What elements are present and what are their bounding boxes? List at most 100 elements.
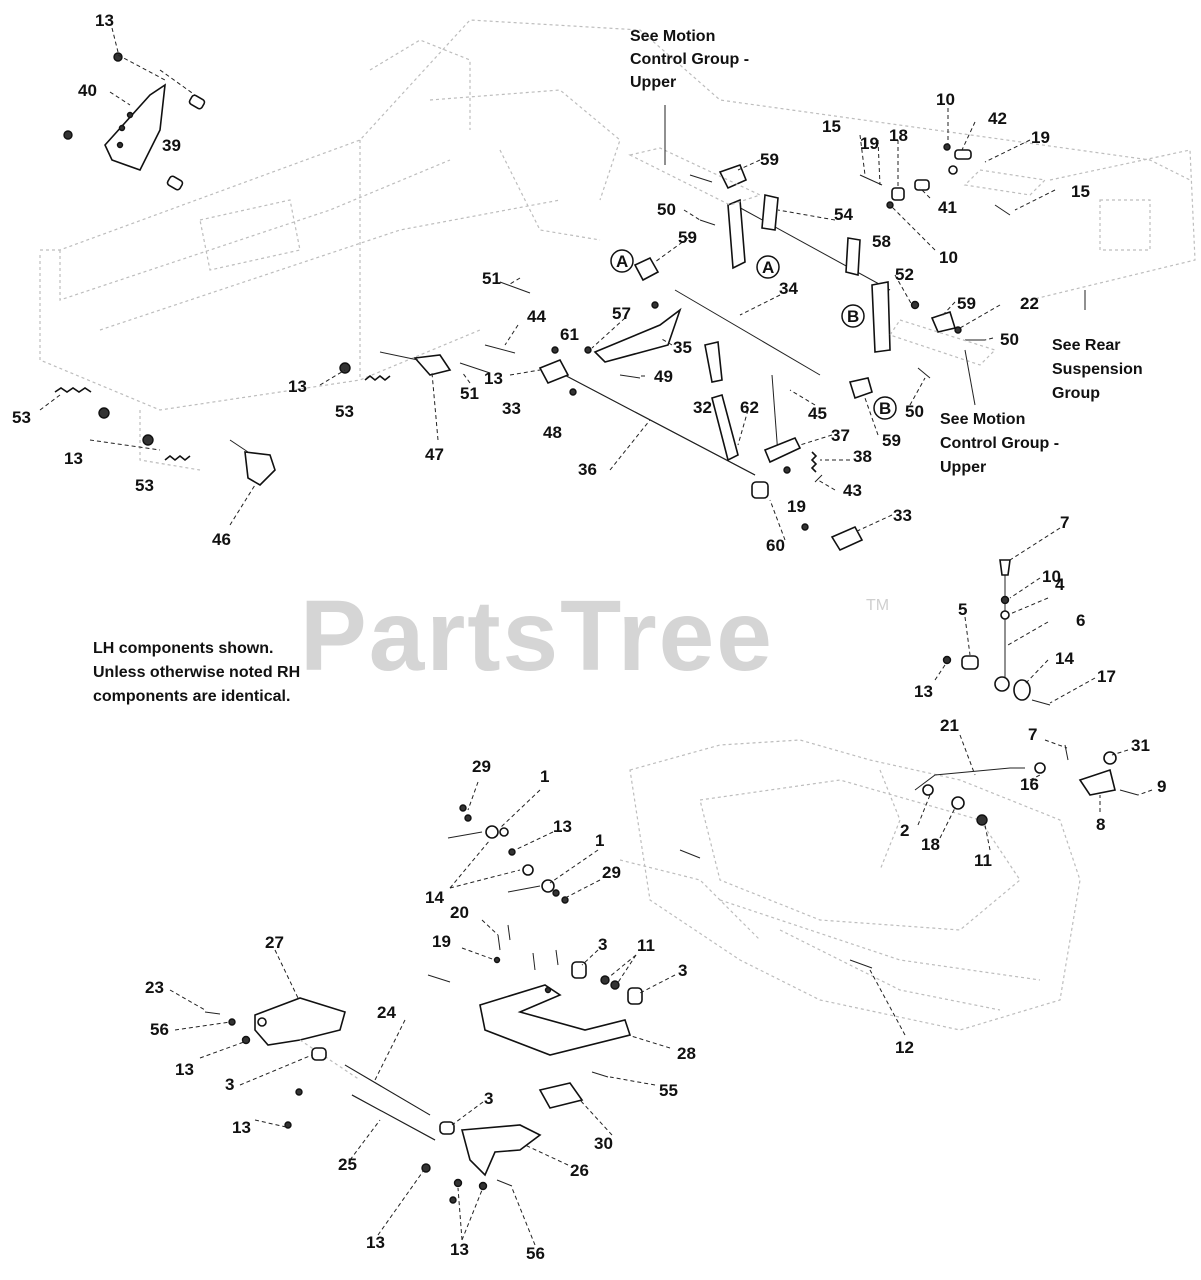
note-line: Control Group - (940, 435, 1059, 452)
callout-15: 15 (822, 117, 841, 136)
callout-10: 10 (939, 248, 958, 267)
part-handle (244, 451, 276, 487)
callout-13: 13 (914, 682, 933, 701)
callout-A: A (616, 252, 628, 271)
callout-41: 41 (938, 198, 957, 217)
note-line: See Motion (940, 411, 1025, 428)
note-line: Suspension (1052, 361, 1143, 378)
frame-outline-upper (39, 19, 1196, 471)
deck-outline-lower (619, 739, 1081, 1031)
part-quadrant-plate (104, 83, 166, 171)
watermark-brand: PartsTree (300, 580, 774, 692)
note-motion-control-upper-2: See Motion Control Group - Upper (940, 411, 1059, 476)
callout-11: 11 (637, 936, 655, 955)
note-motion-control-upper-1: See Motion Control Group - Upper (630, 28, 749, 91)
callout-17: 17 (1097, 667, 1116, 686)
callout-13: 13 (484, 369, 503, 388)
note-line: Group (1052, 385, 1100, 402)
callout-19: 19 (1031, 128, 1050, 147)
callout-26: 26 (570, 1161, 589, 1180)
callout-29: 29 (602, 863, 621, 882)
callout-61: 61 (560, 325, 579, 344)
parts-upper (54, 52, 1047, 552)
callout-13: 13 (175, 1060, 194, 1079)
note-line: See Rear (1052, 337, 1121, 354)
callout-20: 20 (450, 903, 469, 922)
callout-46: 46 (212, 530, 231, 549)
callout-13: 13 (366, 1233, 385, 1252)
callout-35: 35 (673, 338, 692, 357)
callout-58: 58 (872, 232, 891, 251)
callout-56: 56 (526, 1244, 545, 1263)
callout-15: 15 (1071, 182, 1090, 201)
callout-59: 59 (957, 294, 976, 313)
callout-50: 50 (1000, 330, 1019, 349)
callout-6: 6 (1076, 611, 1085, 630)
callout-18: 18 (889, 126, 908, 145)
callout-19: 19 (787, 497, 806, 516)
callout-10: 10 (936, 90, 955, 109)
callout-59: 59 (678, 228, 697, 247)
callout-60: 60 (766, 536, 785, 555)
note-rear-suspension: See Rear Suspension Group (1052, 337, 1143, 402)
callout-62: 62 (740, 398, 759, 417)
callout-44: 44 (527, 307, 546, 326)
parts-linkage-right (679, 559, 1139, 969)
leader-lines (39, 27, 1153, 1246)
callout-33: 33 (502, 399, 521, 418)
note-line: LH components shown. (93, 640, 273, 657)
callout-48: 48 (543, 423, 562, 442)
callout-25: 25 (338, 1155, 357, 1174)
callout-59: 59 (882, 431, 901, 450)
callout-13: 13 (64, 449, 83, 468)
callout-43: 43 (843, 481, 862, 500)
callout-7: 7 (1060, 513, 1069, 532)
callout-3: 3 (678, 961, 687, 980)
callout-19: 19 (432, 932, 451, 951)
callout-18: 18 (921, 835, 940, 854)
callout-53: 53 (12, 408, 31, 427)
callout-30: 30 (594, 1134, 613, 1153)
callout-51: 51 (482, 269, 501, 288)
callout-3: 3 (484, 1089, 493, 1108)
note-lh-components: LH components shown. Unless otherwise no… (93, 640, 300, 705)
note-line: Upper (940, 459, 986, 476)
callout-54: 54 (834, 205, 853, 224)
callout-9: 9 (1157, 777, 1166, 796)
callout-29: 29 (472, 757, 491, 776)
callout-B: B (879, 399, 891, 418)
callout-34: 34 (779, 279, 798, 298)
callout-labels: 13 40 39 53 13 53 46 13 47 53 51 44 51 1… (12, 11, 1166, 1263)
callout-B: B (847, 307, 859, 326)
callout-24: 24 (377, 1003, 396, 1022)
callout-4: 4 (1055, 575, 1065, 594)
callout-36: 36 (578, 460, 597, 479)
callout-56: 56 (150, 1020, 169, 1039)
parts-lower-left (204, 804, 643, 1204)
note-line: components are identical. (93, 688, 290, 705)
callout-13: 13 (288, 377, 307, 396)
callout-19: 19 (860, 134, 879, 153)
callout-52: 52 (895, 265, 914, 284)
callout-1: 1 (540, 767, 549, 786)
callout-21: 21 (940, 716, 959, 735)
callout-A: A (762, 258, 774, 277)
callout-13: 13 (95, 11, 114, 30)
callout-59: 59 (760, 150, 779, 169)
callout-53: 53 (335, 402, 354, 421)
callout-28: 28 (677, 1044, 696, 1063)
note-line: Unless otherwise noted RH (93, 664, 300, 681)
callout-32: 32 (693, 398, 712, 417)
callout-5: 5 (958, 600, 967, 619)
callout-2: 2 (900, 821, 909, 840)
part-bracket (479, 984, 632, 1056)
callout-7: 7 (1028, 725, 1037, 744)
callout-13: 13 (450, 1240, 469, 1259)
callout-14: 14 (1055, 649, 1074, 668)
callout-10: 10 (1042, 567, 1061, 586)
callout-57: 57 (612, 304, 631, 323)
callout-40: 40 (78, 81, 97, 100)
note-line: Control Group - (630, 51, 749, 68)
callout-13: 13 (232, 1118, 251, 1137)
callout-8: 8 (1096, 815, 1105, 834)
